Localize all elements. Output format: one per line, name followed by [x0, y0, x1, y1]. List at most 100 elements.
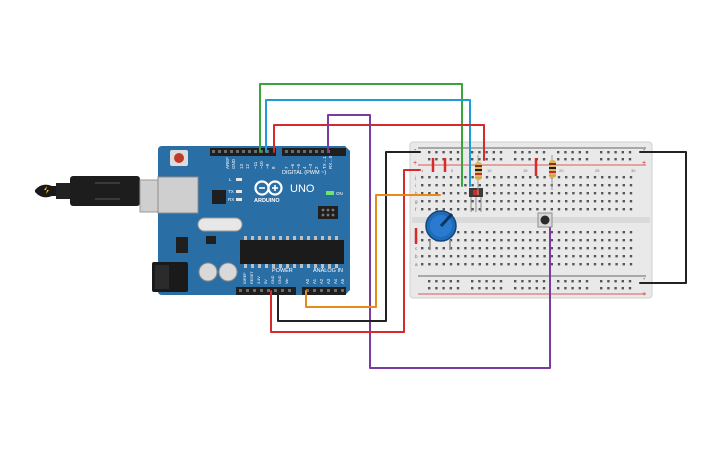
breadboard-hole[interactable]: [621, 151, 624, 154]
breadboard-hole[interactable]: [478, 231, 481, 234]
breadboard-hole[interactable]: [615, 239, 618, 242]
breadboard-hole[interactable]: [536, 184, 539, 187]
breadboard-hole[interactable]: [628, 287, 632, 290]
breadboard-hole[interactable]: [601, 263, 604, 266]
breadboard-hole[interactable]: [622, 247, 625, 250]
breadboard-hole[interactable]: [529, 176, 532, 179]
breadboard-hole[interactable]: [607, 287, 610, 290]
breadboard-hole[interactable]: [536, 247, 539, 250]
breadboard-hole[interactable]: [449, 158, 452, 161]
breadboard-hole[interactable]: [557, 184, 561, 187]
breadboard-hole[interactable]: [564, 287, 567, 290]
breadboard-hole[interactable]: [435, 208, 438, 211]
breadboard-hole[interactable]: [457, 208, 460, 211]
breadboard-hole[interactable]: [492, 158, 495, 161]
breadboard-hole[interactable]: [428, 184, 431, 187]
breadboard-hole[interactable]: [593, 231, 597, 234]
breadboard-hole[interactable]: [536, 231, 539, 234]
breadboard-hole[interactable]: [449, 287, 452, 290]
breadboard-hole[interactable]: [529, 255, 532, 258]
breadboard-hole[interactable]: [564, 158, 567, 161]
breadboard-hole[interactable]: [578, 158, 581, 161]
breadboard-hole[interactable]: [550, 200, 553, 203]
breadboard-hole[interactable]: [608, 255, 611, 258]
breadboard-hole[interactable]: [485, 247, 489, 250]
breadboard-hole[interactable]: [449, 263, 453, 266]
breadboard-hole[interactable]: [492, 151, 495, 154]
breadboard-hole[interactable]: [600, 158, 603, 161]
breadboard-hole[interactable]: [572, 184, 575, 187]
reset-button[interactable]: [174, 153, 184, 163]
breadboard-hole[interactable]: [442, 263, 445, 266]
breadboard-hole[interactable]: [571, 287, 574, 290]
breadboard-hole[interactable]: [449, 247, 453, 250]
breadboard-hole[interactable]: [500, 247, 503, 250]
breadboard-hole[interactable]: [614, 287, 617, 290]
breadboard-hole[interactable]: [435, 263, 438, 266]
usb-cable[interactable]: [35, 176, 167, 213]
breadboard-hole[interactable]: [578, 280, 581, 283]
breadboard-hole[interactable]: [550, 263, 553, 266]
breadboard-hole[interactable]: [608, 200, 611, 203]
breadboard-hole[interactable]: [565, 208, 568, 211]
breadboard-hole[interactable]: [565, 231, 568, 234]
breadboard-hole[interactable]: [500, 200, 503, 203]
breadboard-hole[interactable]: [542, 151, 546, 154]
breadboard-hole[interactable]: [442, 280, 445, 283]
breadboard-hole[interactable]: [464, 263, 467, 266]
breadboard-hole[interactable]: [471, 158, 474, 161]
breadboard-hole[interactable]: [457, 247, 460, 250]
breadboard-hole[interactable]: [608, 231, 611, 234]
breadboard-hole[interactable]: [621, 287, 624, 290]
breadboard-hole[interactable]: [521, 255, 525, 258]
breadboard-hole[interactable]: [529, 247, 532, 250]
breadboard-hole[interactable]: [521, 200, 525, 203]
breadboard-hole[interactable]: [529, 184, 532, 187]
breadboard-hole[interactable]: [442, 151, 445, 154]
breadboard-hole[interactable]: [514, 158, 517, 161]
pushbutton-cap[interactable]: [540, 215, 550, 225]
breadboard-hole[interactable]: [500, 239, 503, 242]
resistor[interactable]: [475, 155, 482, 195]
breadboard-hole[interactable]: [464, 255, 467, 258]
breadboard-hole[interactable]: [586, 200, 589, 203]
breadboard-hole[interactable]: [485, 184, 489, 187]
breadboard-hole[interactable]: [464, 247, 467, 250]
breadboard-hole[interactable]: [457, 184, 460, 187]
breadboard-hole[interactable]: [485, 200, 489, 203]
breadboard-hole[interactable]: [499, 158, 503, 161]
breadboard-hole[interactable]: [485, 239, 489, 242]
breadboard-hole[interactable]: [428, 200, 431, 203]
breadboard-hole[interactable]: [578, 287, 581, 290]
breadboard-hole[interactable]: [543, 176, 546, 179]
breadboard-hole[interactable]: [493, 255, 496, 258]
breadboard-hole[interactable]: [614, 151, 617, 154]
breadboard-hole[interactable]: [600, 287, 603, 290]
breadboard-hole[interactable]: [585, 287, 589, 290]
breadboard-hole[interactable]: [601, 239, 604, 242]
arduino-uno-board[interactable]: AREF GND 13 12 ~11 ~10 ~9 8 7 ~6 ~5 4 ~3…: [152, 146, 350, 295]
breadboard-hole[interactable]: [579, 255, 582, 258]
breadboard-hole[interactable]: [428, 255, 431, 258]
breadboard-hole[interactable]: [586, 255, 589, 258]
breadboard-hole[interactable]: [478, 184, 481, 187]
breadboard-hole[interactable]: [456, 158, 460, 161]
breadboard-hole[interactable]: [521, 208, 525, 211]
breadboard-hole[interactable]: [478, 158, 481, 161]
breadboard-hole[interactable]: [478, 151, 481, 154]
breadboard-hole[interactable]: [601, 200, 604, 203]
breadboard-hole[interactable]: [464, 239, 467, 242]
wire-red[interactable]: [273, 124, 485, 161]
breadboard-hole[interactable]: [622, 208, 625, 211]
breadboard-hole[interactable]: [471, 151, 474, 154]
breadboard-hole[interactable]: [435, 255, 438, 258]
led[interactable]: [469, 188, 483, 212]
breadboard-hole[interactable]: [607, 280, 610, 283]
breadboard-hole[interactable]: [593, 184, 597, 187]
breadboard-hole[interactable]: [528, 151, 531, 154]
breadboard-hole[interactable]: [521, 151, 524, 154]
wire-blue[interactable]: [265, 99, 471, 187]
breadboard-hole[interactable]: [464, 231, 467, 234]
breadboard-hole[interactable]: [485, 192, 489, 195]
